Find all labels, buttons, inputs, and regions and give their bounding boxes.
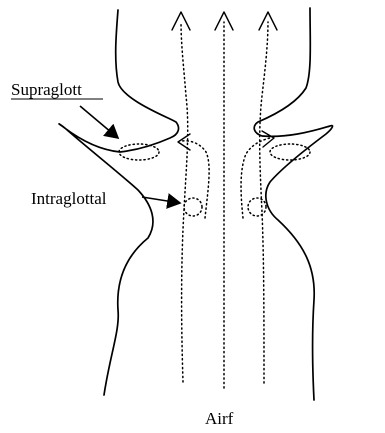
streamline-arrowhead-left <box>172 12 190 30</box>
intraglottal-vortex-left <box>184 198 202 216</box>
airflow-streamline-left <box>181 22 188 382</box>
airflow-label: Airf <box>205 409 234 428</box>
supraglottal-pointer <box>80 106 118 138</box>
curl-arrowhead-left <box>178 134 190 150</box>
right-vocal-tract-wall <box>254 8 332 400</box>
intraglottal-label: Intraglottal <box>31 189 107 208</box>
intraglottal-vortex-right <box>248 198 266 216</box>
supraglottal-label: Supraglott <box>11 80 82 99</box>
